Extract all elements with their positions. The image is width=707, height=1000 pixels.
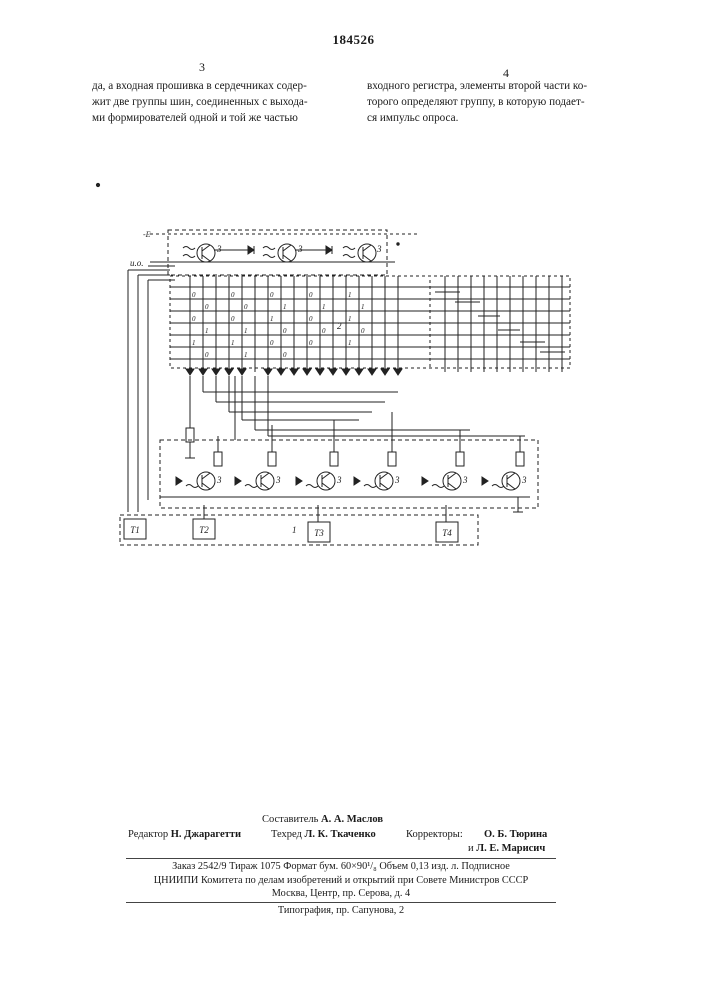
- core-bit-label: 1: [244, 351, 248, 359]
- register-box: [120, 515, 478, 545]
- compiler-line: Составитель А. А. Маслов: [262, 813, 383, 827]
- corrector-2-name: Л. Е. Марисич: [476, 843, 545, 854]
- input-stage-box: [168, 230, 387, 275]
- core-bit-label: 0: [231, 315, 235, 323]
- transistor-label: 3: [216, 475, 222, 485]
- transistor-icon: [278, 244, 296, 262]
- separator-rule: [126, 858, 556, 859]
- transistor-label: 3: [376, 244, 382, 254]
- supply-label: -E: [143, 230, 151, 239]
- techred-name: Л. К. Ткаченко: [305, 829, 376, 840]
- corrector-2: и Л. Е. Марисич: [468, 842, 545, 856]
- transistor-icon: [375, 472, 393, 490]
- transistor-label: 3: [394, 475, 400, 485]
- core-bit-label: 0: [231, 291, 235, 299]
- trigger-label: T1: [130, 525, 140, 535]
- editor-line: Редактор Н. Джарагетти: [128, 828, 241, 842]
- ink-dot: [96, 183, 99, 186]
- core-bit-label: 1: [348, 315, 352, 323]
- core-bit-label: 0: [270, 339, 274, 347]
- imprint-line: Москва, Центр, пр. Серова, д. 4: [124, 887, 558, 901]
- transistor-icon: [317, 472, 335, 490]
- transistor-label: 3: [216, 244, 222, 254]
- core-bit-label: 0: [244, 303, 248, 311]
- transistor-label: 3: [462, 475, 468, 485]
- editor-label: Редактор: [128, 829, 168, 840]
- compiler-name: А. А. Маслов: [321, 814, 383, 825]
- core-bit-label: 0: [205, 303, 209, 311]
- box-label: 1: [292, 525, 297, 535]
- compiler-label: Составитель: [262, 814, 318, 825]
- techred-line: Техред Л. К. Ткаченко: [271, 828, 376, 842]
- corrector-1: О. Б. Тюрина: [484, 828, 547, 842]
- core-bit-label: 1: [231, 339, 235, 347]
- output-stage-box: [160, 440, 538, 508]
- correctors-label: Корректоры:: [406, 828, 463, 842]
- core-bit-label: 0: [283, 351, 287, 359]
- corrector-2-prefix: и: [468, 843, 474, 854]
- transistor-icon: [358, 244, 376, 262]
- imprint-line: ЦНИИПИ Комитета по делам изобретений и о…: [124, 874, 558, 888]
- core-bit-label: 1: [322, 303, 326, 311]
- transistor-icon: [197, 472, 215, 490]
- array-label: 2: [337, 321, 342, 331]
- transistor-label: 3: [275, 475, 281, 485]
- trigger-label: T4: [442, 528, 452, 538]
- transistor-icon: [256, 472, 274, 490]
- core-bit-label: 0: [283, 327, 287, 335]
- core-bit-label: 0: [309, 291, 313, 299]
- core-bit-label: 1: [205, 327, 209, 335]
- input-label: и.о.: [130, 258, 144, 268]
- trigger-label: T2: [199, 525, 209, 535]
- core-bit-label: 1: [270, 315, 274, 323]
- corrector-1-name: О. Б. Тюрина: [484, 829, 547, 840]
- core-bit-label: 0: [205, 351, 209, 359]
- core-bit-label: 0: [309, 315, 313, 323]
- transistor-icon: [502, 472, 520, 490]
- transistor-label: 3: [336, 475, 342, 485]
- transistor-label: 3: [521, 475, 527, 485]
- core-bit-label: 1: [283, 303, 287, 311]
- core-bit-label: 0: [192, 315, 196, 323]
- imprint-block: Заказ 2542/9 Тираж 1075 Формат бум. 60×9…: [124, 860, 558, 901]
- core-bit-label: 0: [322, 327, 326, 335]
- core-bit-label: 0: [309, 339, 313, 347]
- core-bit-label: 1: [244, 327, 248, 335]
- separator-rule: [126, 902, 556, 903]
- core-bit-label: 1: [192, 339, 196, 347]
- core-bit-label: 0: [270, 291, 274, 299]
- techred-label: Техред: [271, 829, 302, 840]
- transistor-label: 3: [297, 244, 303, 254]
- printer-line: Типография, пр. Сапунова, 2: [124, 904, 558, 918]
- imprint-line: Заказ 2542/9 Тираж 1075 Формат бум. 60×9…: [124, 860, 558, 874]
- ink-dot: [397, 243, 399, 245]
- core-bit-label: 1: [348, 339, 352, 347]
- core-bit-label: 1: [361, 303, 365, 311]
- editor-name: Н. Джарагетти: [171, 829, 241, 840]
- core-bit-label: 0: [361, 327, 365, 335]
- trigger-label: T3: [314, 528, 324, 538]
- transistor-icon: [443, 472, 461, 490]
- transistor-icon: [197, 244, 215, 262]
- core-bit-label: 0: [192, 291, 196, 299]
- core-bit-label: 1: [348, 291, 352, 299]
